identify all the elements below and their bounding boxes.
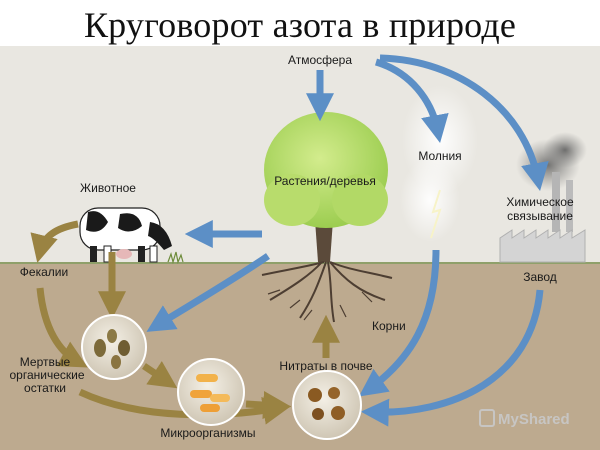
arrow-factory-to-nitrates [360,289,544,427]
lightning-bolt-icon [430,189,442,239]
arrow-atmosphere-to-factory [379,54,549,192]
watermark: MyShared [479,409,570,428]
label-plants: Растения/деревья [274,174,376,188]
arrow-feces-to-dead-matter [36,287,88,368]
grass-icon [167,251,184,265]
nitrates-circle [292,370,362,440]
label-atmosphere: Атмосфера [288,53,352,67]
arrow-lightning-to-nitrates [358,249,440,397]
arrow-atmosphere-to-lightning [374,58,449,144]
arrow-animal-to-feces [30,220,79,263]
label-roots: Корни [372,319,406,333]
page-title: Круговорот азота в природе [83,5,517,45]
watermark-text: MyShared [498,411,570,428]
blue-arrows [146,54,549,427]
label-chemical-fixation-1: Химическое [506,195,574,209]
label-chemical-fixation-2: связывание [507,209,573,223]
arrow-dead-matter-to-nitrates [78,388,292,425]
cow-icon [79,207,172,263]
label-dead-matter-1: Мертвые [20,355,71,369]
brown-arrows [30,220,340,425]
arrow-microorganisms-to-nitrates [245,391,292,419]
label-nitrates: Нитраты в почве [279,359,373,373]
arrow-plants-to-dead-matter [146,253,270,332]
watermark-logo-icon [479,409,495,427]
label-animal: Животное [80,181,136,195]
dead-matter-circle [81,314,147,380]
label-microorganisms: Микроорганизмы [160,426,255,440]
label-factory: Завод [523,270,557,284]
label-dead-matter-3: остатки [24,381,66,395]
label-dead-matter-2: органические [9,368,84,382]
arrow-dead-matter-to-microorganisms [142,361,178,389]
microorganisms-circle [177,358,245,426]
label-lightning: Молния [418,149,461,163]
tree-icon [261,112,393,323]
label-feces: Фекалии [20,265,68,279]
